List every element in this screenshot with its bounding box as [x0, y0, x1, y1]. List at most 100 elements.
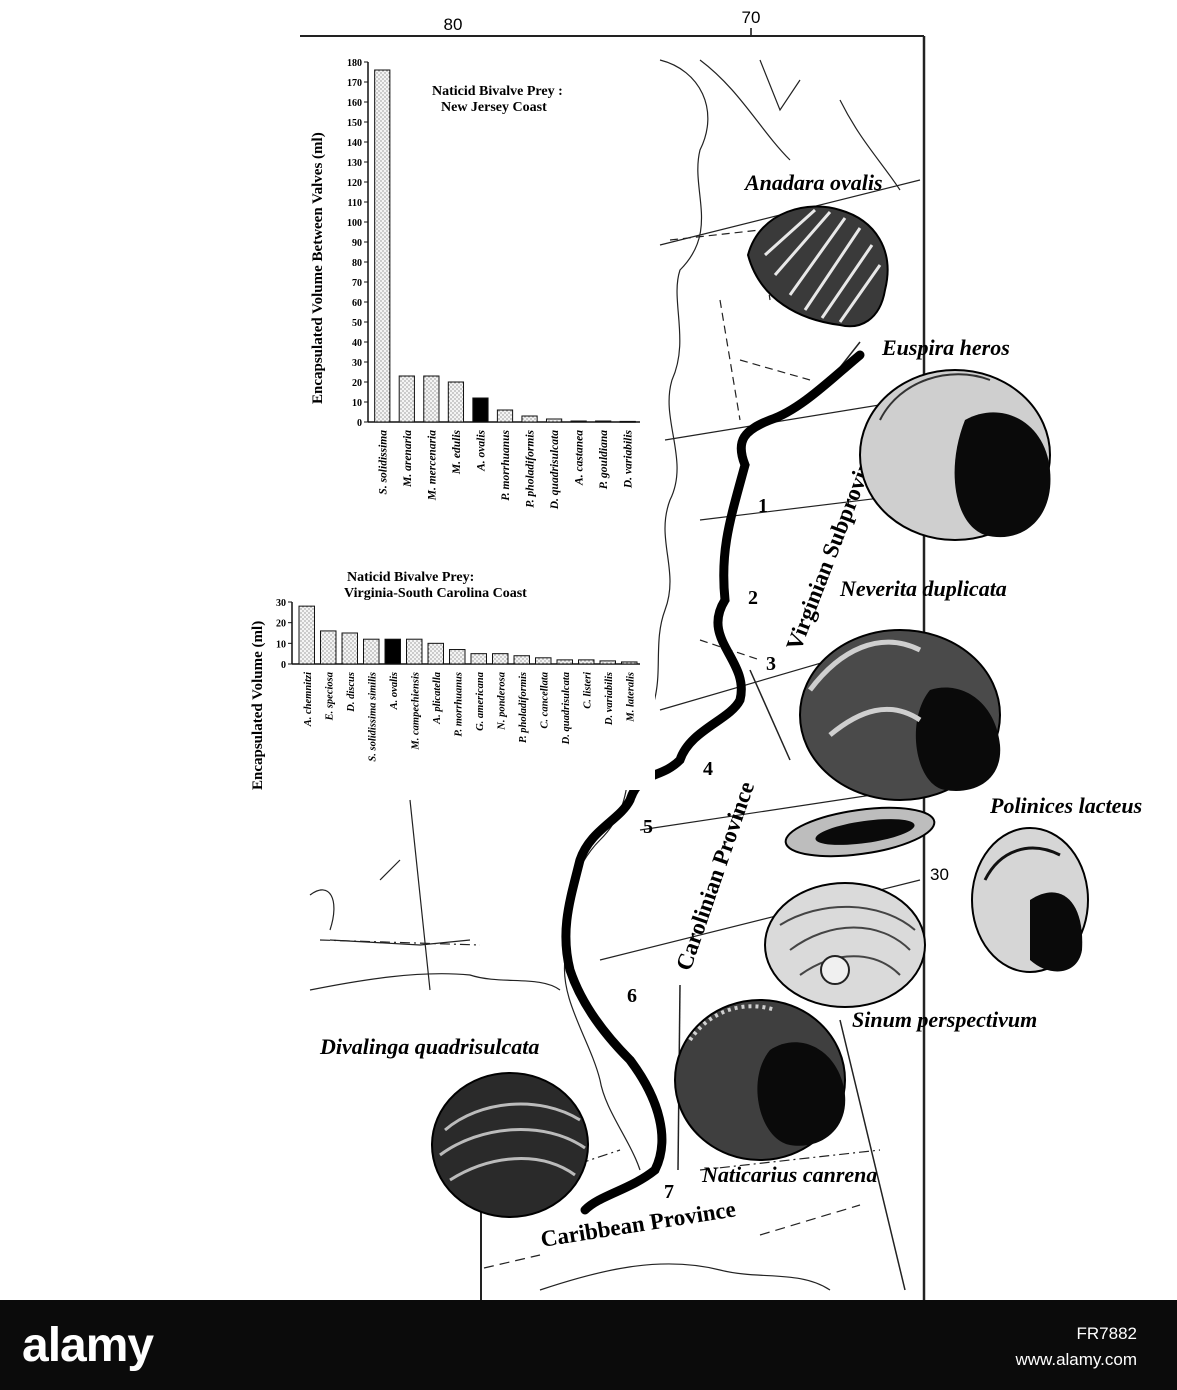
- y-tick-label: 10: [276, 639, 286, 650]
- bar: [521, 415, 538, 423]
- divalinga-quadrisulcata-shell: [431, 1072, 589, 1218]
- y-tick-label: 60: [352, 298, 362, 309]
- x-tick-label: S. solidissima similis: [367, 672, 378, 762]
- state-border: [309, 799, 471, 991]
- bar: [599, 660, 616, 665]
- province-boundary: [749, 669, 791, 761]
- naticarius-canrena-label: Naticarius canrena: [701, 1162, 877, 1187]
- x-tick-label: C. listeri: [582, 672, 593, 709]
- bar: [570, 420, 587, 423]
- y-tick-label: 80: [352, 258, 362, 269]
- bar: [320, 630, 337, 665]
- bar: [545, 418, 563, 423]
- caribbean-province-label: Caribbean Province: [539, 1196, 737, 1252]
- y-tick-label: 120: [347, 178, 362, 189]
- x-tick-label: P. morrhuanus: [453, 672, 464, 737]
- x-tick-label: M. lateralis: [625, 672, 636, 723]
- bar: [363, 638, 380, 665]
- y-tick-label: 170: [347, 78, 362, 89]
- x-tick-label: D. discus: [346, 672, 357, 713]
- x-tick-label: A. castanea: [574, 430, 586, 486]
- carolinian-province-label: Carolinian Province: [671, 778, 759, 973]
- y-tick-label: 20: [352, 378, 362, 389]
- x-tick-label: M. arenaria: [402, 430, 414, 488]
- polinices-lacteus-shell: [971, 827, 1089, 973]
- region-number-5: 5: [643, 816, 653, 838]
- chart-title: Naticid Bivalve Prey:: [347, 570, 474, 585]
- chart-background: [300, 40, 655, 560]
- lower-coast: [539, 1263, 831, 1291]
- sinum-perspectivum-label: Sinum perspectivum: [852, 1007, 1037, 1032]
- y-axis-label: Encapsulated Volume (ml): [250, 621, 266, 790]
- longitude-label-80: 80: [444, 15, 463, 34]
- euspira-heros-label: Euspira heros: [881, 335, 1010, 360]
- brand-logo: alamy: [22, 1319, 154, 1372]
- virginia-south-carolina-bar-chart: Naticid Bivalve Prey: Virginia-South Car…: [250, 560, 655, 790]
- sinum-perspectivum-shell: [764, 882, 926, 1008]
- x-tick-label: P. pholadiformis: [525, 429, 537, 507]
- neverita-duplicata-shell: [799, 629, 1001, 801]
- bar: [384, 638, 401, 665]
- x-tick-label: M. edulis: [451, 429, 463, 475]
- region-number-7: 7: [664, 1181, 674, 1203]
- region-number-1: 1: [758, 495, 768, 517]
- bar: [535, 657, 552, 665]
- new-jersey-bar-chart: Naticid Bivalve Prey : New Jersey Coast …: [300, 40, 655, 560]
- y-tick-label: 30: [276, 598, 286, 609]
- y-tick-label: 10: [352, 398, 362, 409]
- region-number-6: 6: [627, 985, 637, 1007]
- latitude-label-30: 30: [930, 865, 949, 884]
- bottom-banner: alamy FR7882 www.alamy.com: [0, 1300, 1177, 1390]
- coastline: [563, 59, 709, 1171]
- polinices-lacteus-aperture-shell: [784, 806, 936, 858]
- region-number-4: 4: [703, 758, 713, 780]
- bar: [621, 661, 638, 665]
- bar: [595, 420, 612, 423]
- watermark-url: www.alamy.com: [1015, 1350, 1137, 1369]
- anadara-ovalis-label: Anadara ovalis: [743, 170, 883, 195]
- chart-title: Naticid Bivalve Prey :: [432, 84, 563, 99]
- x-tick-label: P. morrhuanus: [500, 429, 512, 500]
- neverita-duplicata-label: Neverita duplicata: [839, 576, 1007, 601]
- bar: [492, 653, 509, 665]
- y-axis-label: Encapsulated Volume Between Valves (ml): [310, 132, 326, 404]
- gulf-coast: [309, 973, 561, 991]
- x-tick-label: A. ovalis: [475, 429, 487, 471]
- y-tick-label: 50: [352, 318, 362, 329]
- y-tick-label: 30: [352, 358, 362, 369]
- x-tick-label: D. quadrisulcata: [561, 672, 572, 745]
- y-tick-label: 70: [352, 278, 362, 289]
- y-tick-label: 40: [352, 338, 362, 349]
- y-tick-label: 110: [348, 198, 362, 209]
- x-tick-label: P. gouldiana: [598, 430, 610, 489]
- x-tick-label: A. ovalis: [389, 672, 400, 710]
- bar: [427, 642, 444, 665]
- state-border: [319, 939, 881, 1171]
- x-tick-label: G. americana: [475, 672, 486, 731]
- y-tick-label: 160: [347, 98, 362, 109]
- bar: [513, 655, 530, 665]
- y-tick-label: 180: [347, 58, 362, 69]
- x-tick-label: D. variabilis: [623, 429, 635, 489]
- naticarius-canrena-shell: [674, 999, 846, 1161]
- province-boundary: [839, 1019, 906, 1291]
- chart-subtitle: Virginia-South Carolina Coast: [344, 586, 527, 601]
- bar: [447, 381, 465, 423]
- y-tick-label: 130: [347, 158, 362, 169]
- chart-background: [250, 560, 655, 790]
- bar: [472, 397, 489, 423]
- x-tick-label: A. chemnitzi: [303, 672, 314, 727]
- x-tick-label: N. ponderosa: [496, 672, 507, 731]
- region-number-3: 3: [766, 653, 776, 675]
- y-tick-label: 90: [352, 238, 362, 249]
- bar: [470, 653, 487, 665]
- bar: [449, 649, 466, 665]
- x-tick-label: A. plicatella: [432, 672, 443, 725]
- figure: 80 70 1 2 3 4 5 6 7 30 Virginian: [250, 8, 1142, 1300]
- bar: [423, 375, 440, 423]
- region-number-2: 2: [748, 587, 758, 609]
- x-tick-label: C. cancellata: [539, 672, 550, 729]
- bar: [578, 659, 595, 665]
- bar: [341, 632, 358, 665]
- x-tick-label: M. campechiensis: [410, 672, 421, 751]
